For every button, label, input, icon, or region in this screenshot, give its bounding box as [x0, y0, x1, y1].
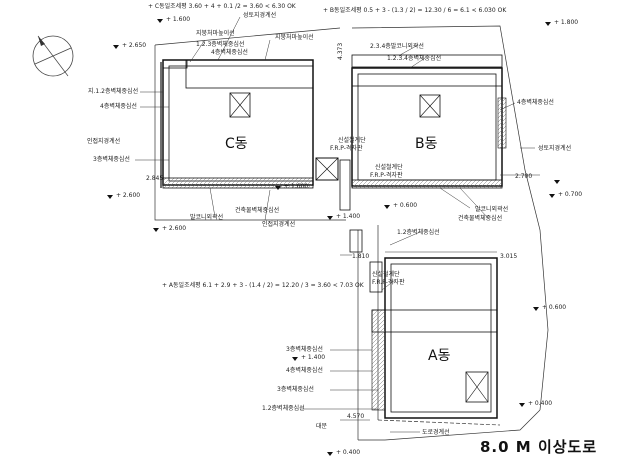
formula-c: + C동일조세평 3.60 + 4 + 0.1 /2 = 3.60 < 6.30… — [148, 2, 297, 10]
dimension-lines — [340, 174, 540, 421]
dim-5: 3.015 — [500, 253, 517, 260]
dim-2: 2.845 — [146, 175, 163, 182]
stair-a — [369, 261, 383, 293]
note-b-top2: 1.2.3.4층벽체중심선 — [387, 54, 441, 62]
stair-cb — [315, 157, 363, 253]
note-gate: 대문 — [316, 422, 328, 430]
building-c-label: C동 — [225, 136, 248, 152]
note-a-top1: 1.2층벽체중심선 — [397, 228, 440, 236]
note-c-left2: 4층벽체중심선 — [100, 102, 137, 110]
note-a-left2: 4층벽체중심선 — [286, 366, 323, 374]
note-road-line: 도로경계선 — [422, 428, 450, 436]
north-arrow-icon — [32, 35, 74, 77]
formula-a: + A동일조세평 6.1 + 2.9 + 3 - (1.4 / 2) = 12.… — [162, 281, 365, 289]
note-b-bottom1: 발코니외곽선 — [475, 205, 508, 213]
elev-7: + 1.600 — [284, 183, 308, 190]
note-stair2b: F.R.P-격자판 — [370, 171, 403, 179]
formula-b: + B동일조세평 0.5 + 3 - (1.3 / 2) = 12.30 / 6… — [323, 6, 507, 14]
note-c-left1: 지.1.2층벽체중심선 — [88, 87, 138, 95]
site-boundary — [154, 25, 549, 441]
elev-11: + 1.400 — [301, 354, 325, 361]
elev-5: + 2.600 — [162, 225, 186, 232]
elev-9: + 0.600 — [393, 202, 417, 209]
note-c-bottom2: 건축물벽체중심선 — [235, 206, 279, 214]
note-b-right1: 4층벽체중심선 — [517, 98, 554, 106]
dim-4: 1.810 — [352, 253, 369, 260]
note-a-stair1: 신설철계단 — [372, 270, 400, 278]
dim-6: 4.570 — [347, 413, 364, 420]
building-a-label: A동 — [428, 348, 451, 364]
note-c-top2: 지붕처마높이선 — [196, 29, 235, 37]
elev-6: + 1.400 — [336, 213, 360, 220]
note-a-left3: 3층벽체중심선 — [277, 385, 314, 393]
note-a-left4: 1.2층벽체중심선 — [262, 404, 305, 412]
note-b-top1: 2.3.4층발코니외곽선 — [370, 42, 424, 50]
elev-12: + 0.400 — [528, 400, 552, 407]
note-c-left4: 3층벽체중심선 — [93, 155, 130, 163]
note-c-top1: 성토지경계선 — [243, 11, 276, 19]
elev-8: + 0.700 — [558, 191, 582, 198]
leader-lines — [135, 16, 535, 433]
dim-3: 2.700 — [515, 173, 532, 180]
note-c-bottom1: 발코니외곽선 — [190, 213, 223, 221]
note-c-top4: 1.2.3층벽체중심선 — [196, 40, 244, 48]
elev-3: + 1.800 — [554, 19, 578, 26]
note-c-top5: 4층벽체중심선 — [211, 48, 248, 56]
note-a-left1: 3층벽체중심선 — [286, 345, 323, 353]
note-c-left3: 인접지경계선 — [87, 137, 120, 145]
note-b-bottom2: 건축물벽체중심선 — [458, 214, 502, 222]
note-b-right2: 성토지경계선 — [538, 144, 571, 152]
note-stair1a: 신설철계단 — [338, 136, 366, 144]
elev-2: + 2.650 — [122, 42, 146, 49]
building-a: A동 — [371, 257, 498, 419]
elevation-markers: + 1.600 + 2.650 + 1.800 + 2.600 + 2.600 … — [107, 16, 582, 456]
note-c-top3: 지붕처마높이선 — [275, 33, 314, 41]
elev-4: + 2.600 — [116, 192, 140, 199]
dim-1: 4.373 — [337, 43, 344, 60]
elev-10: + 0.600 — [542, 304, 566, 311]
note-c-bottom3: 인접지경계선 — [262, 220, 295, 228]
note-stair1b: F.R.P-격자판 — [330, 144, 363, 152]
note-a-stair2: F.R.P-격자판 — [372, 278, 405, 286]
elev-13: + 0.400 — [336, 449, 360, 456]
elev-1: + 1.600 — [166, 16, 190, 23]
note-stair2a: 신설철계단 — [375, 163, 403, 171]
road-label: 8.0 M 이상도로 — [480, 438, 597, 456]
building-b: B동 — [351, 54, 507, 189]
building-c: C동 — [160, 59, 314, 189]
building-b-label: B동 — [415, 136, 438, 152]
